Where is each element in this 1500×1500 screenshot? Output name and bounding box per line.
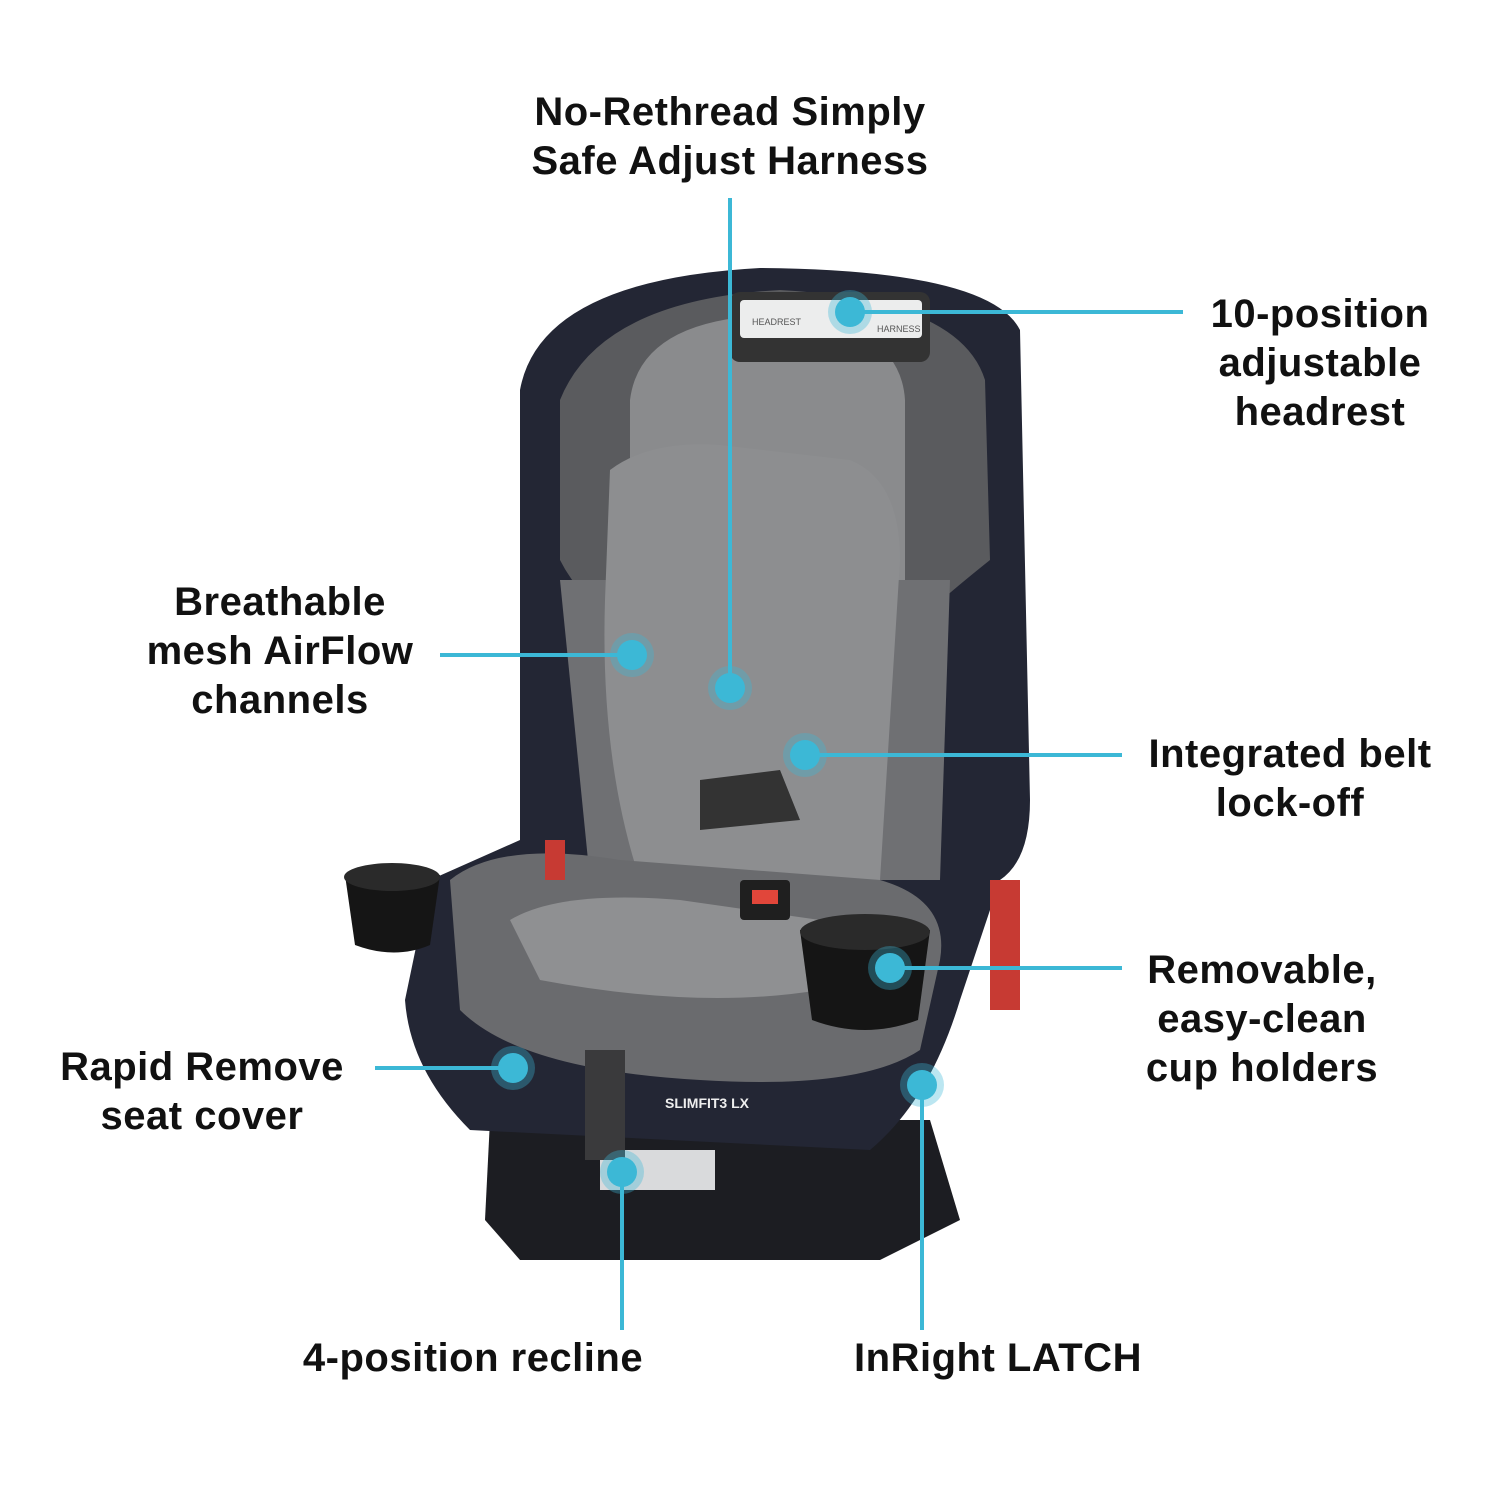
callout-line: Removable, [1147, 948, 1377, 992]
headrest-handle [740, 300, 922, 338]
right-cup-holder [800, 930, 930, 1030]
callout-line: InRight LATCH [854, 1336, 1142, 1380]
headrest-handle-text-left: HEADREST [752, 317, 802, 327]
callout-dot [708, 666, 752, 710]
callout-line: 10-position [1210, 292, 1430, 336]
headrest-handle-text-right: HARNESS [877, 324, 921, 334]
model-name: SLIMFIT3 LX [665, 1095, 750, 1111]
right-cup-holder-rim [800, 914, 930, 950]
red-side-accent [990, 880, 1020, 1010]
callout-dot [900, 1063, 944, 1107]
callout-seat-cover: Rapid Remove seat cover [60, 1043, 344, 1141]
callout-line: mesh AirFlow [146, 629, 414, 673]
callout-belt-lockoff: Integrated belt lock-off [1148, 730, 1431, 828]
callout-dot [868, 946, 912, 990]
callout-headrest: 10-position adjustable headrest [1211, 290, 1430, 437]
callout-cup-holders: Removable, easy-clean cup holders [1146, 946, 1378, 1093]
callout-line: Breathable [174, 580, 386, 624]
buckle-release [752, 890, 778, 904]
crotch-strap [585, 1050, 625, 1160]
left-cup-holder-rim [344, 863, 440, 891]
body-pillow [604, 444, 900, 880]
chest-clip [700, 770, 800, 830]
callout-airflow: Breathable mesh AirFlow channels [147, 578, 414, 725]
callout-lines [375, 198, 1183, 1330]
callout-line: cup holders [1145, 1046, 1379, 1090]
callout-harness: No-Rethread Simply Safe Adjust Harness [531, 88, 928, 186]
callout-line: easy-clean [1157, 997, 1367, 1041]
callout-dot [610, 633, 654, 677]
left-cup-holder [345, 875, 440, 953]
callout-line: Safe Adjust Harness [531, 139, 929, 183]
callout-recline: 4-position recline [303, 1334, 643, 1383]
red-side-accent [545, 840, 565, 880]
callout-line: adjustable [1218, 341, 1422, 385]
callout-line: 4-position recline [302, 1336, 644, 1380]
callout-line: Integrated belt [1148, 732, 1432, 776]
callout-line: headrest [1234, 390, 1406, 434]
callout-latch: InRight LATCH [854, 1334, 1142, 1383]
callout-line: seat cover [100, 1094, 304, 1138]
callout-dots [491, 290, 944, 1194]
callout-dot [783, 733, 827, 777]
callout-dot [600, 1150, 644, 1194]
callout-line: lock-off [1215, 781, 1365, 825]
callout-dot [828, 290, 872, 334]
callout-line: channels [191, 678, 369, 722]
callout-dot [491, 1046, 535, 1090]
callout-line: Rapid Remove [60, 1045, 344, 1089]
seat-pad [510, 897, 835, 998]
callout-line: No-Rethread Simply [534, 90, 926, 134]
